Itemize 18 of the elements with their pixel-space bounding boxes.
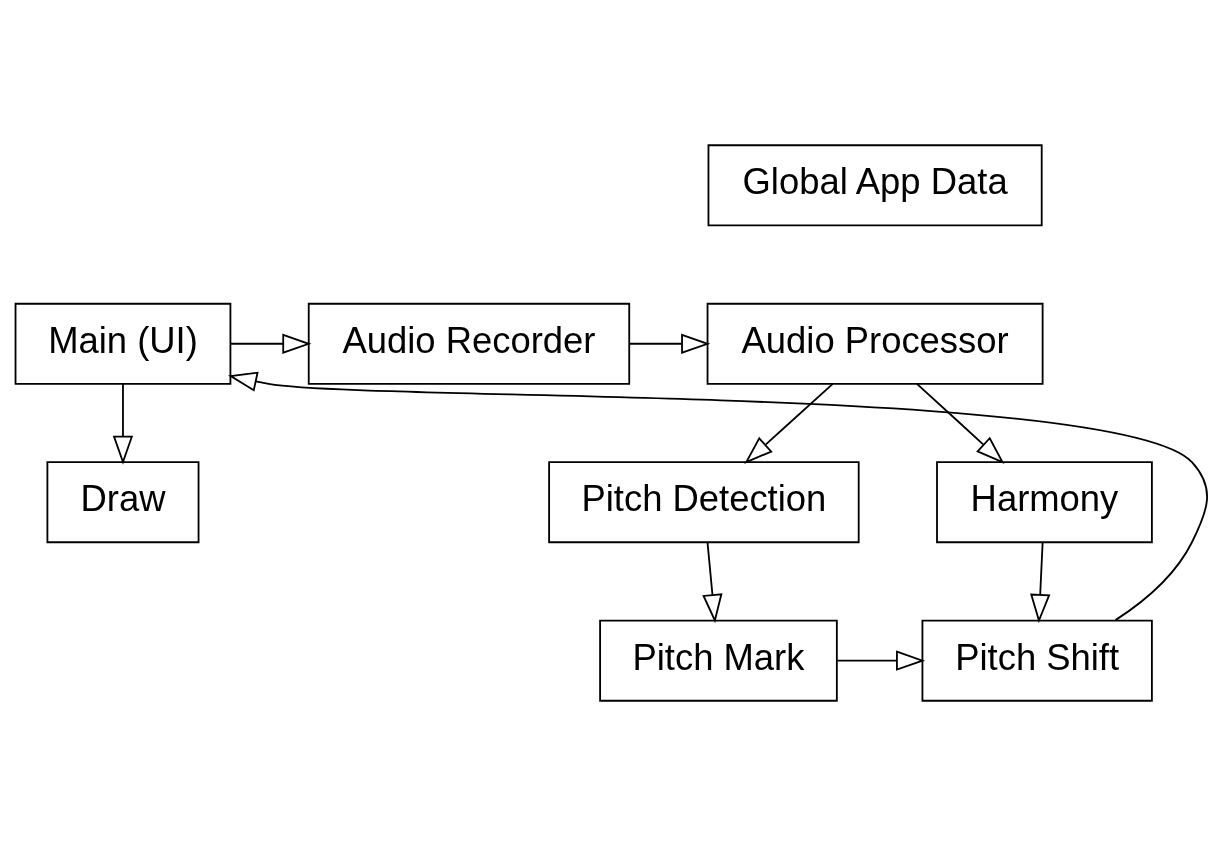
node-box: Pitch Mark xyxy=(599,619,838,702)
arrow xyxy=(229,333,312,354)
node-box: Audio Processor xyxy=(706,302,1044,385)
arrow xyxy=(228,371,1208,622)
node-box: Audio Recorder xyxy=(307,302,631,385)
node-box: Pitch Shift xyxy=(921,619,1153,702)
arrow xyxy=(744,382,834,464)
node-box: Global App Data xyxy=(707,144,1043,227)
arrow xyxy=(1030,541,1051,624)
node-box: Pitch Detection xyxy=(548,461,860,544)
arrow xyxy=(629,333,711,354)
arrow xyxy=(916,382,1005,464)
arrow xyxy=(836,650,926,671)
node-box: Draw xyxy=(46,461,200,544)
node-box: Harmony xyxy=(936,461,1153,544)
node-box: Main (UI) xyxy=(14,302,232,385)
arrow xyxy=(112,382,134,465)
arrow xyxy=(702,541,723,624)
